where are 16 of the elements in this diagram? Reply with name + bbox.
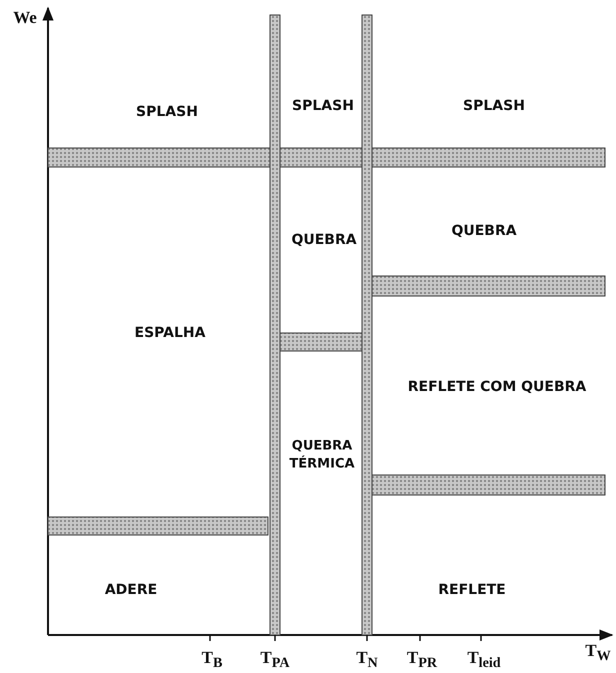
region-label: SPLASH — [292, 98, 354, 114]
region-label: REFLETE — [438, 582, 506, 598]
tick-label: T$_{N}$ — [356, 648, 378, 672]
region-label: REFLETE COM QUEBRA — [408, 379, 586, 395]
axis-title: T$_{W}$ — [585, 640, 611, 666]
axis-title: We — [13, 8, 37, 28]
region-label: SPLASH — [136, 104, 198, 120]
tick-label: T$_{B}$ — [202, 648, 222, 672]
tick-label: T$_{leid}$ — [467, 648, 501, 672]
region-label: ADERE — [104, 582, 158, 598]
region-label: SPLASH — [463, 98, 525, 114]
tick-label: T$_{PR}$ — [406, 648, 438, 672]
tick-label: T$_{PA}$ — [260, 648, 290, 672]
region-label: ESPALHA — [134, 325, 206, 341]
region-label: QUEBRA — [291, 232, 357, 248]
region-label: QUEBRA — [451, 223, 517, 239]
